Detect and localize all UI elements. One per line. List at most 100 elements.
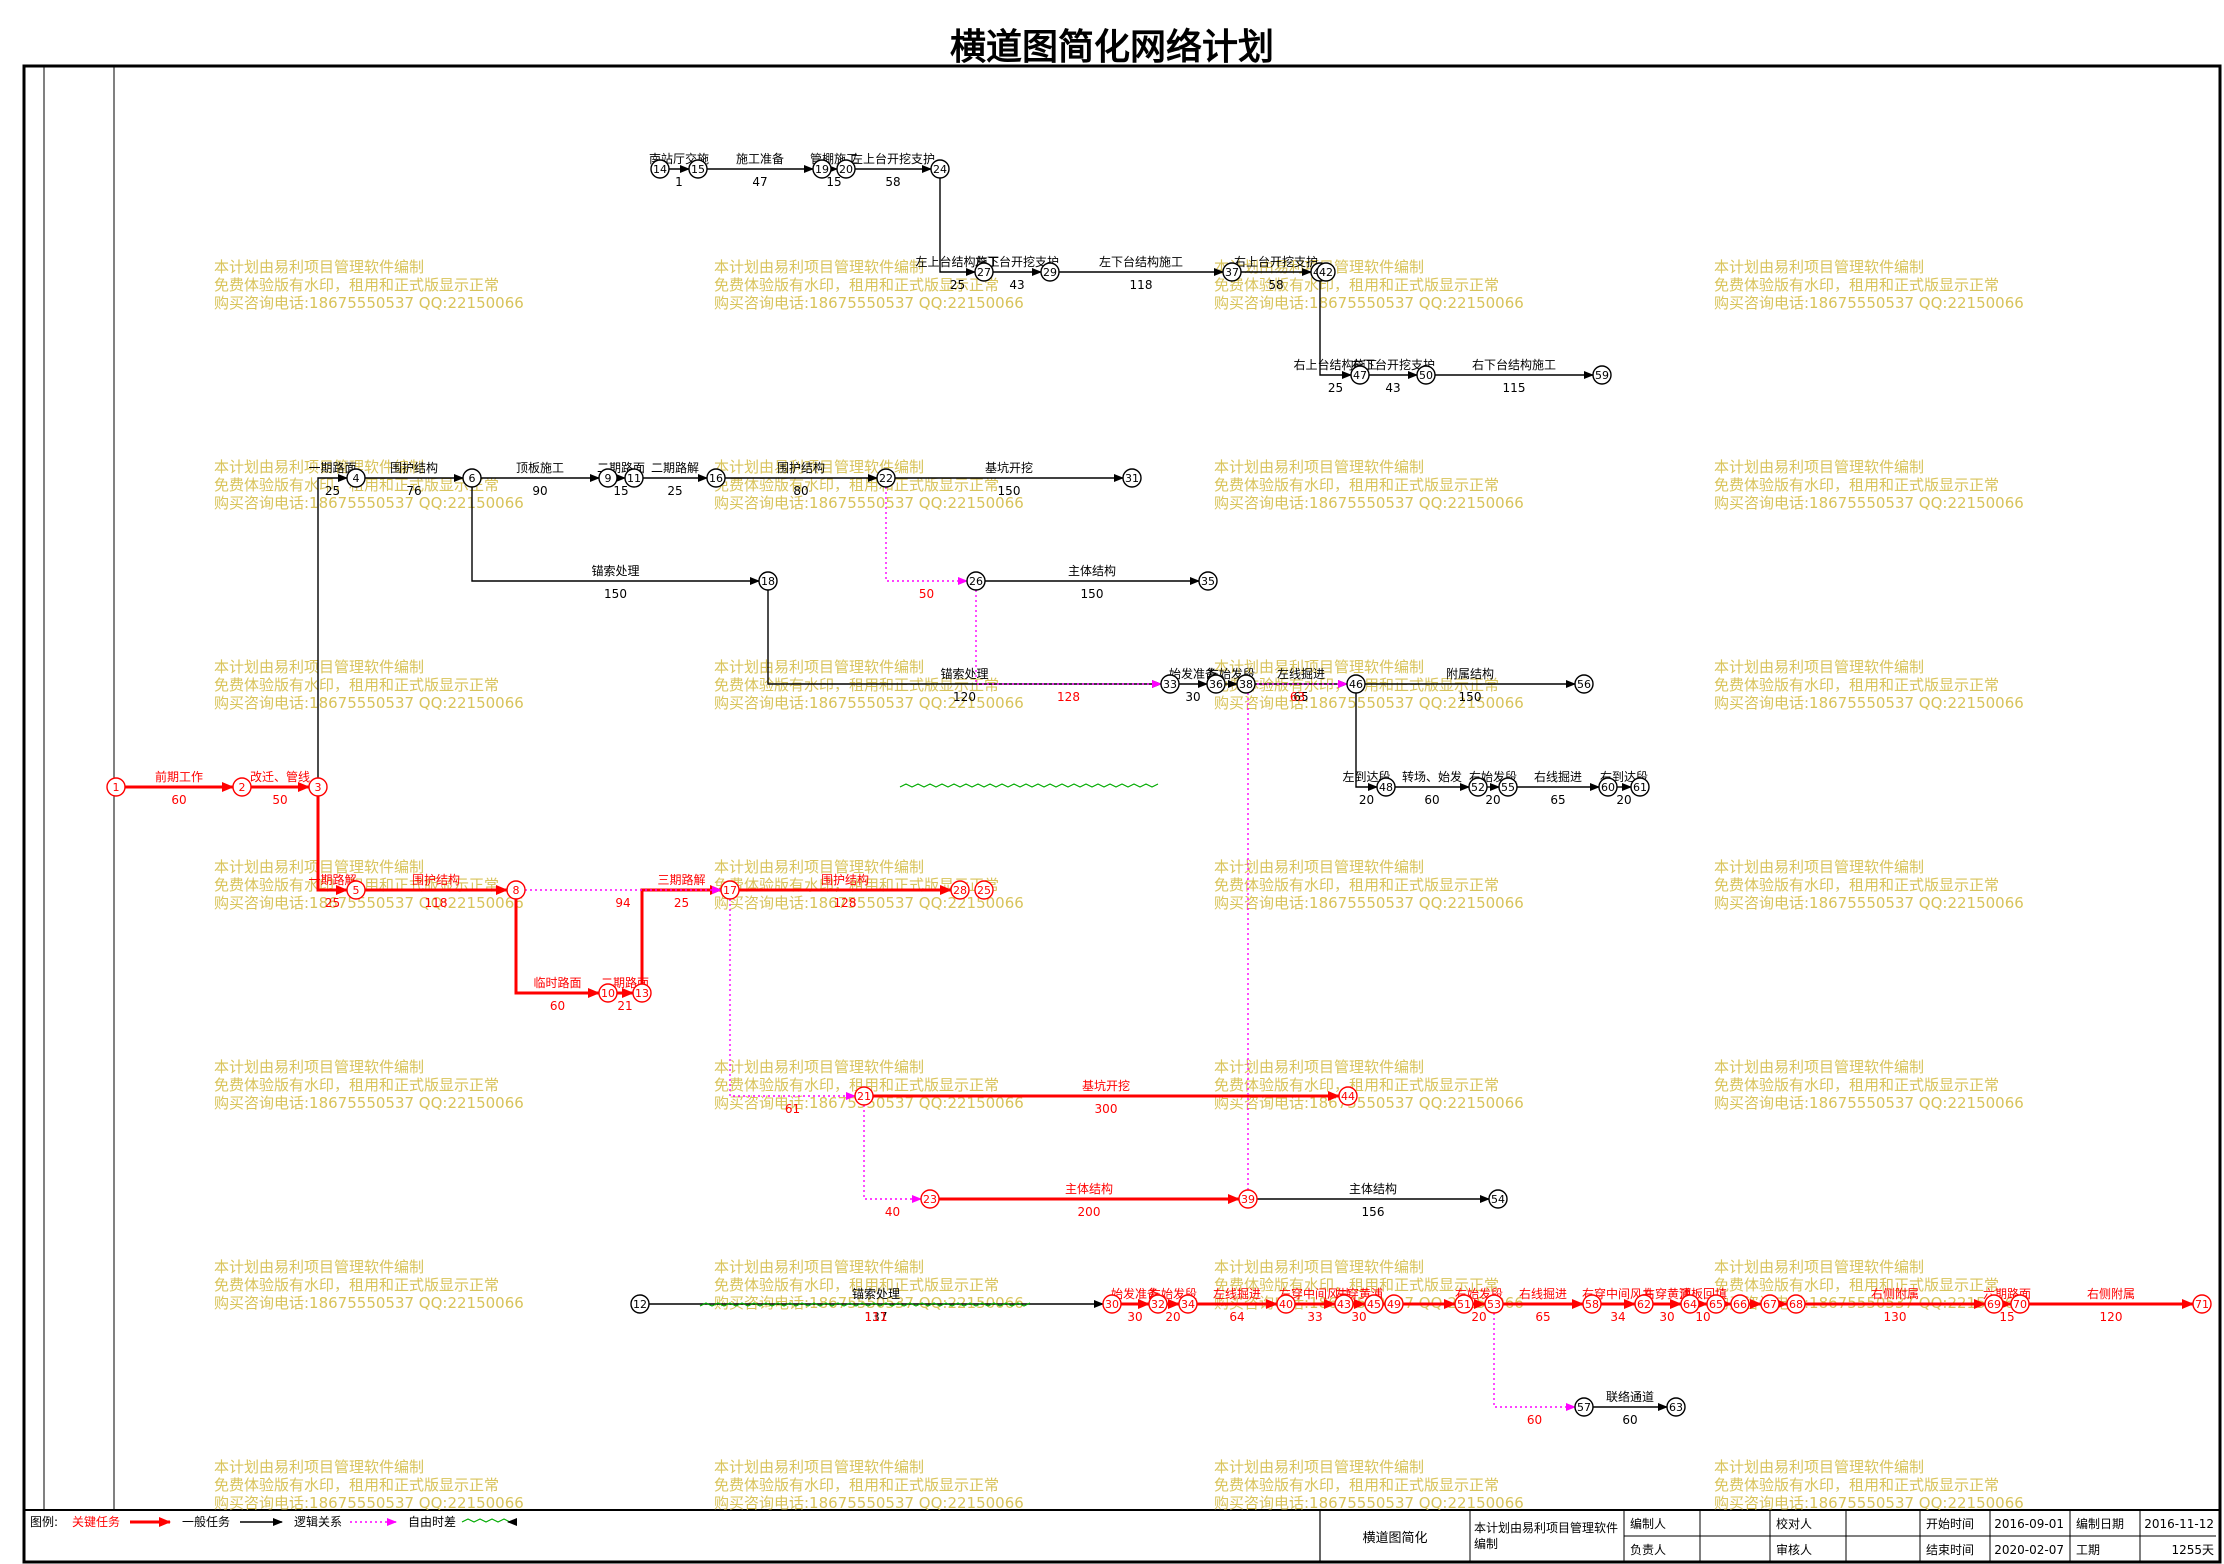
watermark-text: 免费体验版有水印，租用和正式版显示正常 (1714, 276, 1999, 294)
watermark-text: 本计划由易利项目管理软件编制 (1214, 1258, 1424, 1276)
event-node-number: 66 (1733, 1298, 1747, 1311)
footer-legend: 图例:关键任务一般任务逻辑关系自由时差横道图简化本计划由易利项目管理软件编制编制… (30, 1510, 2216, 1562)
watermark-text: 免费体验版有水印，租用和正式版显示正常 (1214, 1476, 1499, 1494)
event-node-number: 47 (1353, 369, 1367, 382)
activity-label: 基坑开挖 (1082, 1078, 1130, 1093)
watermark-text: 购买咨询电话:18675550537 QQ:22150066 (714, 1294, 1024, 1312)
event-node (1040, 262, 1060, 282)
event-node (1122, 468, 1142, 488)
event-node-number: 42 (1319, 266, 1333, 279)
event-node-number: 54 (1491, 1193, 1505, 1206)
event-node (1498, 777, 1518, 797)
activity-duration: 58 (1268, 278, 1283, 292)
free-float-value: 61 (785, 1102, 800, 1116)
activity-label: 前期工作 (155, 769, 203, 784)
event-node-number: 25 (977, 884, 991, 897)
event-node (1384, 1294, 1404, 1314)
event-node (1730, 1294, 1750, 1314)
watermark-text: 本计划由易利项目管理软件编制 (1714, 458, 1924, 476)
activity-duration: 25 (1328, 381, 1343, 395)
event-node (1338, 1086, 1358, 1106)
event-node-number: 43 (1337, 1298, 1351, 1311)
watermark-text: 免费体验版有水印，租用和正式版显示正常 (714, 1476, 999, 1494)
table-field-label: 编制人 (1630, 1516, 1666, 1531)
event-node-number: 26 (969, 575, 983, 588)
event-node (232, 777, 252, 797)
activity-duration: 90 (532, 484, 547, 498)
watermark-text: 本计划由易利项目管理软件编制 (214, 658, 424, 676)
activity-arrow (471, 487, 760, 585)
watermark-text: 本计划由易利项目管理软件编制 (1714, 258, 1924, 276)
watermark-layer: 本计划由易利项目管理软件编制免费体验版有水印，租用和正式版显示正常购买咨询电话:… (214, 258, 2024, 1512)
activity-label: 右穿中间风井 (1582, 1286, 1654, 1301)
watermark-text: 免费体验版有水印，租用和正式版显示正常 (214, 1476, 499, 1494)
activity-label: 基坑开挖 (985, 460, 1033, 475)
event-node-number: 24 (933, 163, 947, 176)
activity-label: 一期路面 (308, 460, 356, 475)
watermark-text: 免费体验版有水印，租用和正式版显示正常 (1714, 1476, 1999, 1494)
project-name: 横道图简化 (1362, 1530, 1427, 1546)
watermark-text: 购买咨询电话:18675550537 QQ:22150066 (214, 894, 524, 912)
event-node-number: 62 (1637, 1298, 1651, 1311)
event-node-number: 57 (1577, 1401, 1591, 1414)
event-node-number: 68 (1789, 1298, 1803, 1311)
event-node (836, 159, 856, 179)
event-node (920, 1189, 940, 1209)
software-note: 编制 (1474, 1536, 1498, 1551)
event-node-number: 15 (691, 163, 705, 176)
event-node-number: 8 (513, 884, 520, 897)
event-node (346, 468, 366, 488)
event-node (632, 983, 652, 1003)
activity-label: 主体结构 (1065, 1181, 1113, 1196)
event-node (1786, 1294, 1806, 1314)
activity-arrow (317, 474, 348, 778)
event-node-number: 2 (239, 781, 246, 794)
event-node-number: 6 (469, 472, 476, 485)
activity-duration: 15 (1999, 1310, 2014, 1324)
event-node (1222, 262, 1242, 282)
watermark-text: 免费体验版有水印，租用和正式版显示正常 (1214, 476, 1499, 494)
activity-duration: 120 (2100, 1310, 2123, 1324)
watermark-text: 购买咨询电话:18675550537 QQ:22150066 (1214, 494, 1524, 512)
event-node (308, 777, 328, 797)
watermark-text: 本计划由易利项目管理软件编制 (714, 858, 924, 876)
event-node (598, 468, 618, 488)
logic-link-arrow (1493, 1313, 1576, 1411)
watermark-text: 本计划由易利项目管理软件编制 (1214, 658, 1424, 676)
watermark-text: 本计划由易利项目管理软件编制 (1714, 1058, 1924, 1076)
watermark-text: 免费体验版有水印，租用和正式版显示正常 (714, 676, 999, 694)
activity-label: 主体结构 (1068, 563, 1116, 578)
event-node (854, 1086, 874, 1106)
watermark-text: 购买咨询电话:18675550537 QQ:22150066 (714, 894, 1024, 912)
activity-duration: 25 (325, 484, 340, 498)
table-field-label: 结束时间 (1926, 1543, 1974, 1557)
activity-label: 左下台开挖支护 (975, 254, 1059, 269)
watermark-text: 本计划由易利项目管理软件编制 (714, 258, 924, 276)
event-node (1634, 1294, 1654, 1314)
activity-duration: 20 (1616, 793, 1631, 807)
watermark-text: 本计划由易利项目管理软件编制 (214, 458, 424, 476)
activity-duration: 60 (550, 999, 565, 1013)
event-node-number: 20 (839, 163, 853, 176)
free-float-wave (699, 1302, 1031, 1307)
activity-duration: 200 (1078, 1205, 1101, 1219)
watermark-text: 购买咨询电话:18675550537 QQ:22150066 (214, 1494, 524, 1512)
watermark-text: 购买咨询电话:18675550537 QQ:22150066 (1714, 894, 2024, 912)
watermark-text: 购买咨询电话:18675550537 QQ:22150066 (214, 694, 524, 712)
watermark-text: 免费体验版有水印，租用和正式版显示正常 (1714, 876, 1999, 894)
watermark-text: 免费体验版有水印，租用和正式版显示正常 (714, 476, 999, 494)
watermark-text: 本计划由易利项目管理软件编制 (1214, 1458, 1424, 1476)
event-node (624, 468, 644, 488)
activity-label: 右侧附属 (2087, 1286, 2135, 1301)
critical-activity-arrow (316, 796, 348, 895)
activity-duration: 30 (1659, 1310, 1674, 1324)
activity-label: 右线掘进 (1534, 769, 1582, 784)
activity-duration: 128 (834, 896, 857, 910)
activity-duration: 20 (1359, 793, 1374, 807)
activity-duration: 21 (617, 999, 632, 1013)
watermark-text: 购买咨询电话:18675550537 QQ:22150066 (1214, 1494, 1524, 1512)
table-field-label: 负责人 (1630, 1543, 1666, 1557)
activity-duration: 60 (1622, 1413, 1637, 1427)
